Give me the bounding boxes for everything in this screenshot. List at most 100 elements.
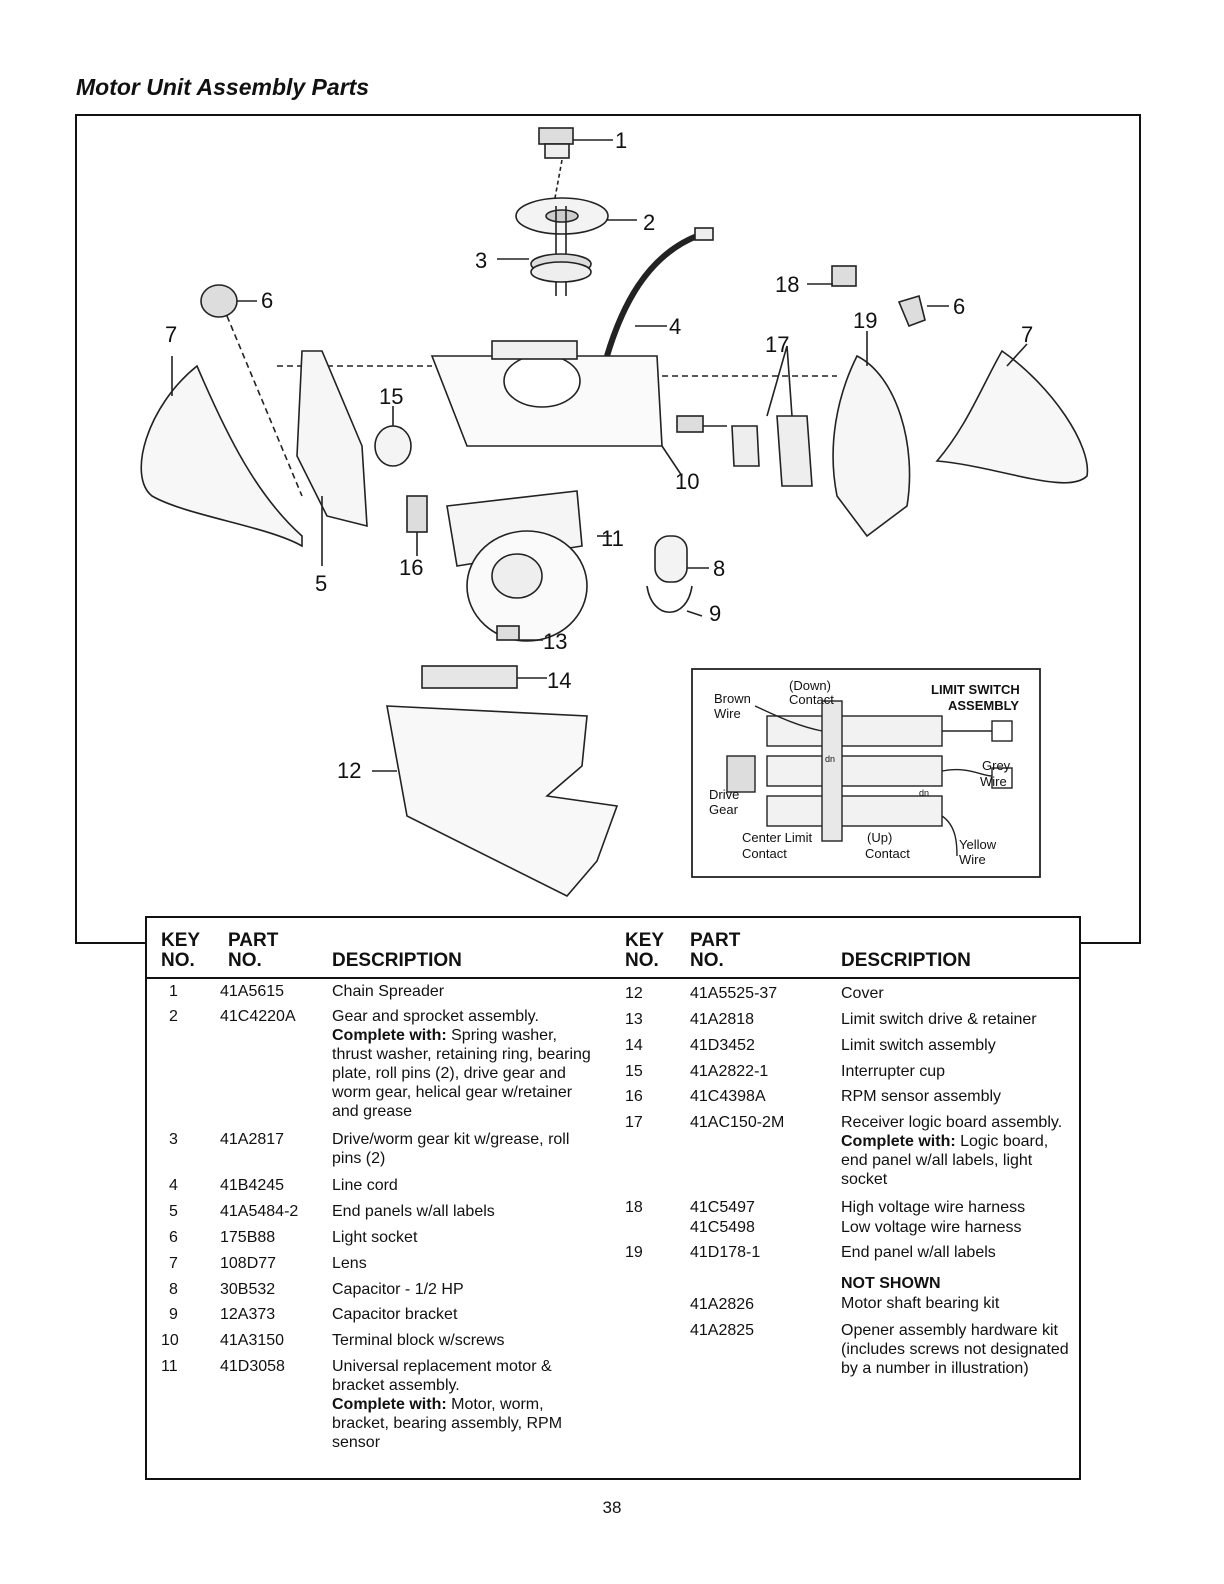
header-key-line2-right: NO. (625, 950, 659, 971)
gear-part (497, 206, 592, 296)
description: Line cord (332, 1177, 398, 1194)
part-no: 41A5615 (220, 983, 285, 1000)
part-no: 41D178-1 (690, 1244, 761, 1261)
callout-8: 8 (713, 556, 725, 581)
description: Chain Spreader (332, 983, 445, 1000)
light-socket-left-part (200, 284, 303, 497)
parts-table: KEY NO. PART NO. DESCRIPTION KEY NO. PAR… (145, 916, 1081, 1480)
chain-spreader-part (538, 127, 613, 199)
header-part-line1-right: PART (690, 930, 741, 951)
part-no: 41C4398A (690, 1088, 766, 1105)
limit-switch-drive-part (496, 625, 543, 641)
callout-12: 12 (337, 758, 361, 783)
logic-board-part (731, 345, 813, 487)
down-contact-line2: Contact (789, 692, 834, 707)
motor-part (446, 490, 612, 642)
yellow-wire-line2: Wire (959, 852, 986, 867)
callout-17: 17 (765, 332, 789, 357)
header-divider (147, 977, 1079, 979)
part-no: 41C5497 (690, 1199, 755, 1216)
key-no: 8 (169, 1281, 178, 1298)
down-contact-line1: (Down) (789, 678, 831, 693)
rpm-sensor-part (406, 495, 428, 556)
key-no: 18 (625, 1199, 643, 1216)
key-no: 5 (169, 1203, 178, 1220)
description: End panels w/all labels (332, 1203, 495, 1220)
grey-wire-line1: Grey (982, 758, 1011, 773)
description: Universal replacement motor & bracket as… (332, 1358, 563, 1451)
limit-switch-part (421, 665, 547, 689)
key-no: 6 (169, 1229, 178, 1246)
callout-9: 9 (709, 601, 721, 626)
key-no: 10 (161, 1332, 179, 1349)
description: Drive/worm gear kit w/grease, roll pins … (332, 1131, 570, 1167)
description: Low voltage wire harness (841, 1219, 1022, 1236)
interrupter-cup-part (374, 406, 412, 467)
part-no: 41D3452 (690, 1037, 755, 1054)
exploded-parts-diagram: 1 2 3 4 5 6 6 7 7 8 9 10 11 12 13 14 15 … (75, 114, 1141, 944)
description: RPM sensor assembly (841, 1088, 1002, 1105)
key-no: 11 (161, 1358, 178, 1375)
key-no: 16 (625, 1088, 643, 1105)
callout-15: 15 (379, 384, 403, 409)
capacitor-bracket-part (646, 585, 703, 617)
header-key-line1: KEY (161, 930, 201, 951)
part-no: 41C4220A (220, 1008, 296, 1025)
description: Capacitor - 1/2 HP (332, 1281, 464, 1298)
description: Receiver logic board assembly. Complete … (841, 1114, 1063, 1188)
key-no: 14 (625, 1037, 643, 1054)
callout-5: 5 (315, 571, 327, 596)
description: End panel w/all labels (841, 1244, 996, 1261)
callout-16: 16 (399, 555, 423, 580)
line-cord-part (604, 227, 714, 357)
callout-14: 14 (547, 668, 571, 693)
part-no: 41A3150 (220, 1332, 285, 1349)
description: Lens (332, 1255, 367, 1272)
part-no: 41C5498 (690, 1219, 755, 1236)
end-panel-right-part (832, 331, 911, 538)
description: Terminal block w/screws (332, 1332, 505, 1349)
callout-7-right: 7 (1021, 322, 1033, 347)
description: Cover (841, 985, 884, 1002)
key-no: 15 (625, 1063, 643, 1080)
part-no: 41A5484-2 (220, 1203, 299, 1220)
header-description-right: DESCRIPTION (841, 950, 971, 971)
terminal-block-part (661, 415, 727, 477)
description: Opener assembly hardware kit (includes s… (841, 1322, 1069, 1377)
grey-wire-line2: Wire (980, 774, 1007, 789)
part-no: 41A5525-37 (690, 985, 778, 1002)
up-contact-line2: Contact (865, 846, 910, 861)
part-no: 41AC150-2M (690, 1114, 785, 1131)
callout-19: 19 (853, 308, 877, 333)
center-limit-line2: Contact (742, 846, 787, 861)
marker-dn-lower: dn (919, 788, 929, 798)
drive-gear-line1: Drive (709, 787, 739, 802)
callout-7-left: 7 (165, 322, 177, 347)
center-limit-line1: Center Limit (742, 830, 812, 845)
callout-4: 4 (669, 314, 681, 339)
part-no: 41D3058 (220, 1358, 285, 1375)
lens-left-part (140, 356, 303, 548)
key-no: 12 (625, 985, 643, 1002)
brown-wire-line2: Wire (714, 706, 741, 721)
callout-2: 2 (643, 210, 655, 235)
key-no: 19 (625, 1244, 643, 1261)
header-key-line1-right: KEY (625, 930, 665, 951)
diagram-svg: 1 2 3 4 5 6 6 7 7 8 9 10 11 12 13 14 15 … (140, 127, 1089, 897)
capacitor-part (654, 535, 709, 583)
description: High voltage wire harness (841, 1199, 1026, 1216)
part-no: 41A2826 (690, 1296, 755, 1313)
callout-6-left: 6 (261, 288, 273, 313)
bearing-plate-part (515, 197, 637, 235)
inset-title-line1: LIMIT SWITCH (931, 682, 1020, 697)
header-key-line2: NO. (161, 950, 195, 971)
inset-title-line2: ASSEMBLY (948, 698, 1019, 713)
callout-1: 1 (615, 128, 627, 153)
description: Interrupter cup (841, 1063, 946, 1080)
lens-right-part (935, 343, 1089, 484)
drive-gear-line2: Gear (709, 802, 739, 817)
limit-switch-inset: LIMIT SWITCH ASSEMBLY (Down) Contact Bro… (691, 668, 1041, 878)
light-socket-right-part (897, 294, 949, 328)
description: Limit switch assembly (841, 1037, 996, 1054)
description: Gear and sprocket assembly.Complete with… (332, 1008, 591, 1120)
